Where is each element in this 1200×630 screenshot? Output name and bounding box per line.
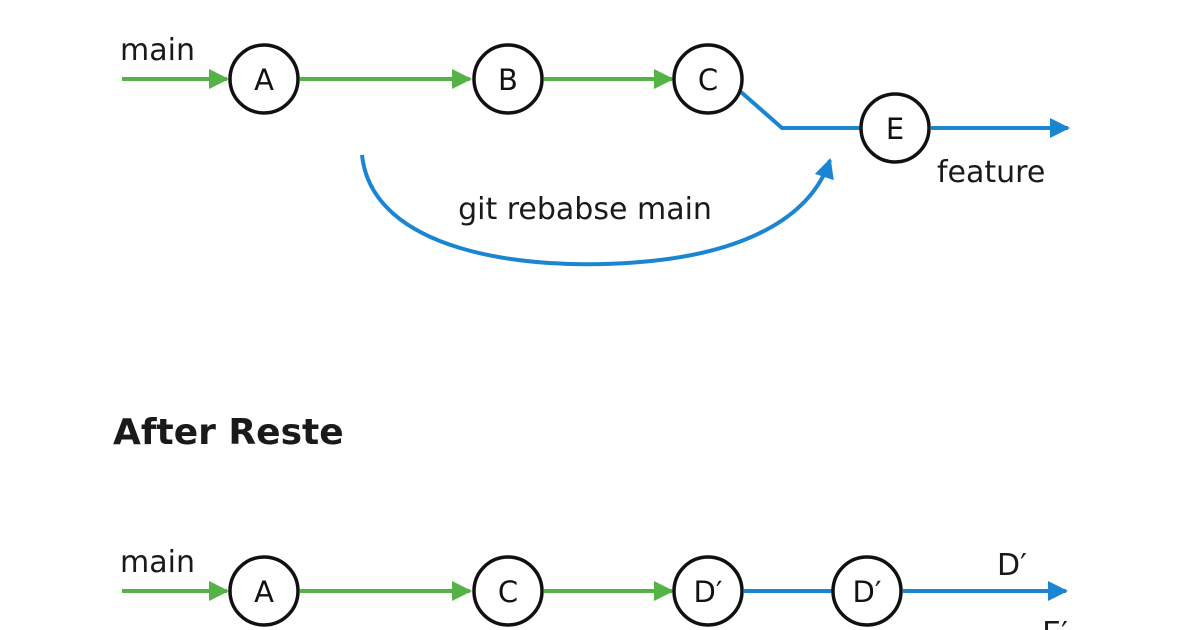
commit-node-c[interactable]: C (672, 43, 744, 115)
commit-label: A (254, 63, 274, 97)
commit-label: C (498, 575, 518, 609)
commit-label: E (886, 112, 904, 146)
commit-node-d-prime-2[interactable]: D′ (831, 555, 903, 627)
main-branch-label: main (120, 33, 195, 68)
main-branch-label: main (120, 545, 195, 580)
rebase-command-label: git rebabse main (458, 192, 712, 227)
commit-node-b[interactable]: B (472, 43, 544, 115)
feature-branch-label: feature (937, 155, 1045, 190)
tip-label: D′ (997, 548, 1027, 583)
rebase-arrow (360, 154, 834, 267)
commit-label: A (254, 575, 274, 609)
after-heading: After Reste (113, 412, 344, 453)
cutoff-label: E′ (1042, 616, 1068, 630)
commit-node-a[interactable]: A (228, 43, 300, 115)
commit-label: D′ (853, 575, 882, 609)
before-graph: main A B C E feature git rebabse main (120, 33, 1070, 267)
commit-node-c[interactable]: C (472, 555, 544, 627)
commit-node-d-prime-1[interactable]: D′ (672, 555, 744, 627)
commit-label: C (698, 63, 718, 97)
after-graph: After Reste main A C D′ D′ D′ E′ (113, 412, 1068, 630)
commit-node-a[interactable]: A (228, 555, 300, 627)
edge-c-e (739, 90, 860, 130)
commit-label: B (498, 63, 518, 97)
commit-label: D′ (694, 575, 723, 609)
commit-node-e[interactable]: E (859, 92, 931, 164)
